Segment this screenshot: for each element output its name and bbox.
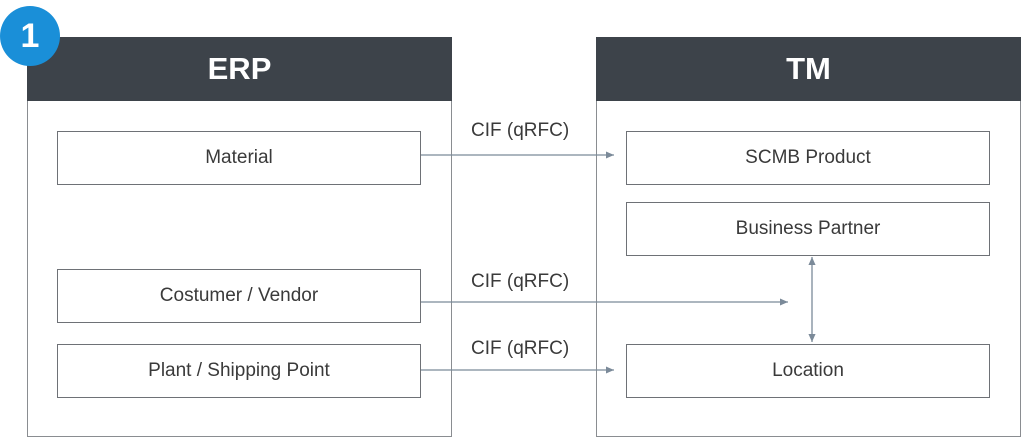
step-badge: 1	[0, 6, 60, 66]
connection-label-customer-vendor: CIF (qRFC)	[471, 271, 570, 292]
erp-customer-vendor-box: Costumer / Vendor	[57, 269, 421, 323]
tm-business-partner-box: Business Partner	[626, 202, 990, 256]
tm-location-box: Location	[626, 344, 990, 398]
erp-panel-title: ERP	[27, 37, 452, 101]
connection-label-material: CIF (qRFC)	[471, 120, 570, 141]
erp-plant-shipping-point-box: Plant / Shipping Point	[57, 344, 421, 398]
connection-label-plant: CIF (qRFC)	[471, 338, 570, 359]
tm-scmb-product-box: SCMB Product	[626, 131, 990, 185]
tm-panel-title: TM	[596, 37, 1021, 101]
erp-material-box: Material	[57, 131, 421, 185]
